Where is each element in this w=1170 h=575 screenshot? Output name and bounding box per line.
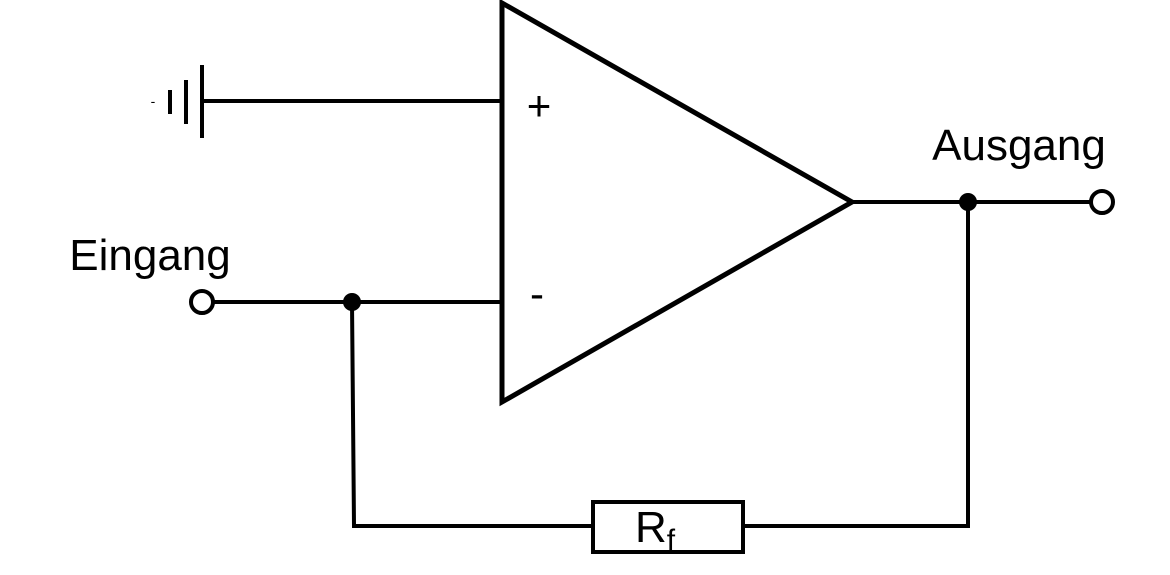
feedback-resistor [591, 500, 745, 554]
opamp-triangle [499, 0, 858, 407]
resistor-label-main: R [635, 503, 667, 552]
output-label: Ausgang [932, 121, 1106, 170]
resistor-label: Rf [635, 503, 676, 557]
ground-mark: - [151, 93, 156, 109]
resistor-label-subscript: f [667, 524, 676, 557]
input-terminal [189, 289, 215, 315]
noninverting-input-sign: + [527, 82, 552, 129]
feedback-wire-left [349, 299, 595, 528]
ground-icon: - [151, 65, 204, 138]
input-label: Eingang [69, 231, 230, 280]
feedback-wire-right [741, 200, 970, 528]
inverting-input-sign: - [530, 270, 544, 317]
output-terminal [1089, 189, 1115, 215]
